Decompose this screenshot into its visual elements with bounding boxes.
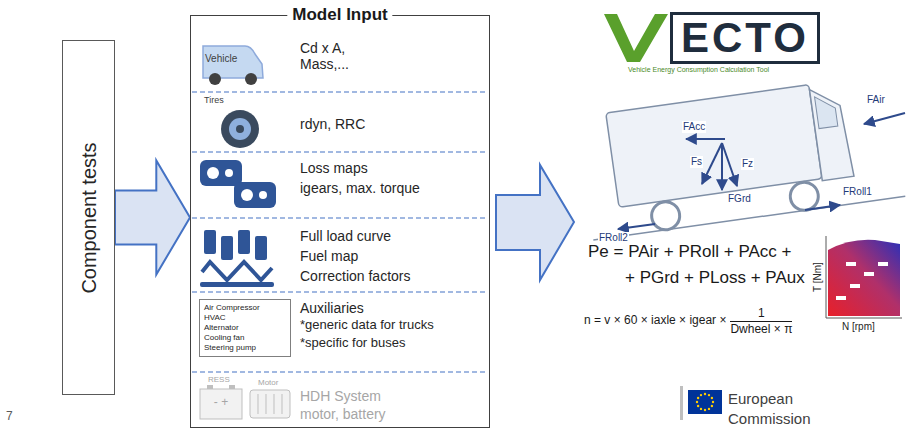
page-number: 7 xyxy=(6,410,13,424)
axis-label: N [rpm] xyxy=(842,321,875,333)
force-label: Fs xyxy=(690,156,703,168)
parameter-text: Correction factors xyxy=(300,268,410,284)
auxiliary-item: Steering pump xyxy=(204,343,286,353)
logo-text: European xyxy=(728,390,793,407)
battery-poles: - + xyxy=(201,396,241,410)
force-label: FAir xyxy=(866,94,886,106)
parameter-text: *generic data for trucks xyxy=(300,318,434,333)
icon-label: RESS xyxy=(208,375,230,384)
fraction-numerator: 1 xyxy=(758,307,765,321)
auxiliary-item: HVAC xyxy=(204,313,286,323)
block-arrow xyxy=(115,161,190,275)
box-label: Component tests xyxy=(77,142,100,293)
truck-drawing xyxy=(576,73,905,240)
row-separators xyxy=(192,92,488,372)
engine-map xyxy=(826,236,902,318)
battery-icon xyxy=(200,385,242,419)
gearbox-icon xyxy=(200,160,276,208)
vehicle-icon: Vehicle xyxy=(201,40,265,88)
force-label: FRoll1 xyxy=(842,186,873,198)
logo-text: Commission xyxy=(728,410,811,427)
logo-v xyxy=(604,14,668,62)
force-label: FAcc xyxy=(682,121,706,133)
equation: + PGrd + PLoss + PAux xyxy=(625,268,805,288)
axis-label: T [Nm] xyxy=(812,262,824,292)
parameter-text: igears, max. torque xyxy=(300,180,420,196)
parameter-text: rdyn, RRC xyxy=(300,116,365,132)
auxiliary-item: Air Compressor xyxy=(204,303,286,313)
icon-label: Motor xyxy=(258,378,278,387)
force-label: Fz xyxy=(741,158,754,170)
parameter-text: motor, battery xyxy=(300,406,386,422)
icon-label: Tires xyxy=(204,95,224,105)
logo-subtitle: Vehicle Energy Consumption Calculation T… xyxy=(628,66,769,74)
parameter-text: Auxiliaries xyxy=(300,300,364,316)
motor-icon xyxy=(250,390,290,418)
fraction-denominator: Dwheel × π xyxy=(730,321,792,337)
parameter-text: Loss maps xyxy=(300,160,368,176)
parameter-text: *specific for buses xyxy=(300,336,406,351)
block-arrow xyxy=(496,165,574,280)
auxiliary-item: Alternator xyxy=(204,323,286,333)
force-label: FRoll2 xyxy=(598,232,629,244)
logo-text: ECTO xyxy=(670,12,820,64)
equation: n = v × 60 × iaxle × igear × xyxy=(584,314,726,328)
vehicle-label: Vehicle xyxy=(205,53,237,64)
force-label: FGrd xyxy=(727,193,752,205)
parameter-text: Fuel map xyxy=(300,248,358,264)
parameter-text: HDH System xyxy=(300,388,381,404)
panel-heading: Model Input xyxy=(287,5,392,25)
equation: Pe = PAir + PRoll + PAcc + xyxy=(588,242,791,262)
force-arrows xyxy=(618,113,905,229)
engine-icon xyxy=(200,230,274,287)
auxiliary-item: Cooling fan xyxy=(204,333,286,343)
parameter-text: Cd x A, Mass,... xyxy=(300,40,372,72)
van-outline xyxy=(201,40,265,88)
input-panel: Model InputVehicleAir CompressorHVACAlte… xyxy=(190,15,490,428)
tire-icon xyxy=(221,110,259,148)
eu-flag xyxy=(680,386,722,420)
parameter-text: Full load curve xyxy=(300,228,391,244)
test-box: Component tests xyxy=(62,40,115,395)
auxiliary-list: Air CompressorHVACAlternatorCooling fanS… xyxy=(199,299,291,357)
